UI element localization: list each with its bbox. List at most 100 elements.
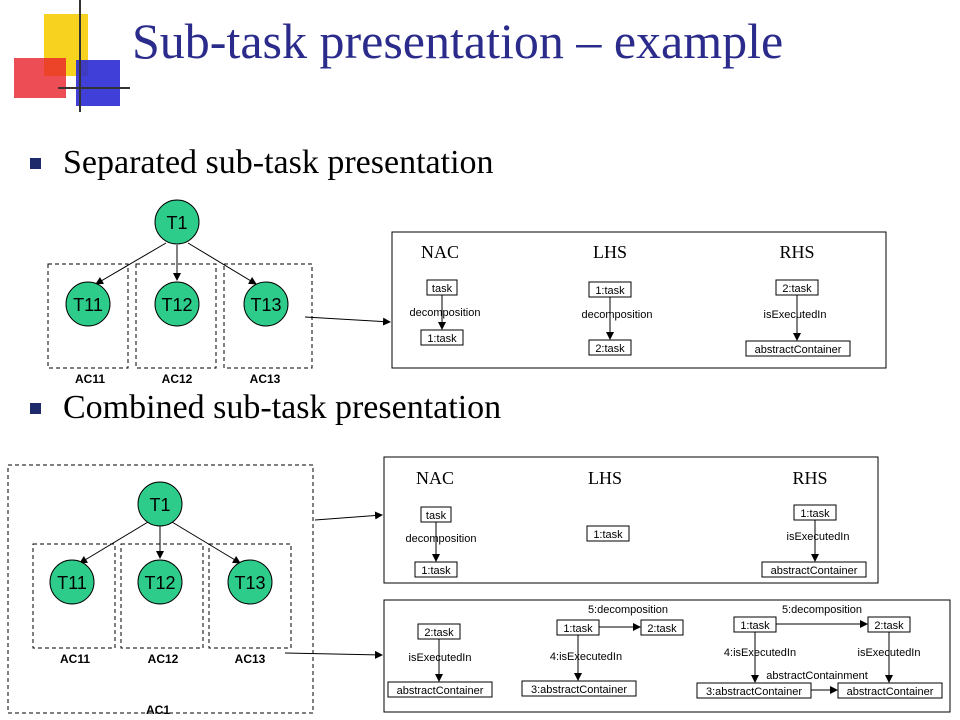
container-label: AC13 — [235, 652, 266, 666]
bullet-separated: Separated sub-task presentation — [30, 144, 494, 182]
bottom-rule-panel: NAC LHS RHS task decomposition 1:task 1:… — [383, 456, 879, 584]
node-label: abstractContainer — [847, 686, 934, 698]
bullet-square-icon — [30, 402, 41, 414]
node-label: 2:task — [595, 343, 625, 355]
edge-label: 5:decomposition — [782, 604, 862, 616]
task-node-label: T12 — [144, 573, 175, 593]
page-title: Sub-task presentation – example — [132, 13, 784, 69]
container-label: AC11 — [60, 652, 90, 666]
task-node-label: T11 — [73, 295, 103, 315]
bullet-text-separated: Separated sub-task presentation — [63, 144, 494, 181]
node-label: 1:task — [595, 285, 625, 297]
node-label: 1:task — [421, 565, 451, 577]
section-label-rhs: RHS — [779, 242, 814, 262]
task-node-t11 — [49, 559, 95, 605]
tree-edge — [95, 242, 167, 285]
section-label-lhs: LHS — [593, 242, 627, 262]
node-label: task — [426, 510, 447, 522]
node-label: abstractContainer — [755, 344, 842, 356]
edge-label: decomposition — [406, 533, 477, 545]
node-label: 1:task — [593, 529, 623, 541]
rule-frame — [391, 231, 887, 369]
bullet-square-icon — [30, 157, 41, 169]
task-node-label: T11 — [57, 573, 87, 593]
container-box-ac11 — [32, 543, 116, 649]
container-box-ac13 — [223, 263, 313, 369]
container-box-ac1 — [7, 464, 314, 714]
container-label-ac1: AC1 — [146, 703, 170, 717]
task-node-t13 — [227, 559, 273, 605]
container-box-ac12 — [135, 263, 217, 369]
node-label: abstractContainer — [397, 685, 484, 697]
edge-label: abstractContainment — [766, 670, 868, 682]
top-rule-panel: NAC LHS RHS task decomposition 1:task 1:… — [391, 231, 887, 369]
edge-label: 5:decomposition — [588, 604, 668, 616]
rule-frame — [383, 456, 879, 584]
edge-label: isExecutedIn — [787, 531, 850, 543]
top-task-tree: T1 T11 T12 T13 AC11 AC12 AC13 — [47, 199, 313, 386]
node-label: 2:task — [782, 283, 812, 295]
task-node-label: T13 — [250, 295, 281, 315]
tree-edge — [79, 521, 149, 564]
node-label: 2:task — [424, 627, 454, 639]
logo-graphic — [14, 0, 130, 112]
node-box — [420, 329, 464, 346]
node-label: abstractContainer — [771, 565, 858, 577]
task-node-label: T1 — [166, 213, 187, 233]
task-node-label: T1 — [149, 495, 170, 515]
bottom-rule2-panel: 2:task isExecutedIn abstractContainer 5:… — [383, 599, 951, 713]
node-box — [837, 682, 943, 699]
node-label: 2:task — [874, 620, 904, 632]
edge-label: 4:isExecutedIn — [724, 647, 796, 659]
top-mapping-arrow — [304, 316, 391, 326]
edge-label: decomposition — [410, 307, 481, 319]
task-node-t12 — [137, 559, 183, 605]
node-box — [414, 561, 458, 578]
node-label: 1:task — [740, 620, 770, 632]
container-box-ac11 — [47, 263, 129, 369]
node-label: 1:task — [427, 333, 457, 345]
section-label-rhs: RHS — [792, 468, 827, 488]
container-label: AC12 — [148, 652, 179, 666]
edge-label: isExecutedIn — [858, 647, 921, 659]
logo-blue-square — [76, 60, 120, 106]
bullet-combined: Combined sub-task presentation — [30, 389, 501, 427]
tree-edge — [171, 521, 241, 564]
node-box — [387, 681, 493, 698]
node-label: 3:abstractContainer — [706, 686, 802, 698]
container-box-ac12 — [120, 543, 204, 649]
section-label-lhs: LHS — [588, 468, 622, 488]
node-label: 2:task — [647, 623, 677, 635]
node-box — [586, 525, 630, 542]
task-node-t1 — [154, 199, 200, 245]
task-node-t12 — [154, 281, 200, 327]
logo-red-square — [14, 58, 66, 98]
bottom-task-tree: T1 T11 T12 T13 AC11 AC12 AC13 AC1 — [7, 464, 314, 717]
bottom-mapping-arrow-1 — [314, 511, 383, 521]
edge-label: isExecutedIn — [409, 652, 472, 664]
task-node-t1 — [137, 481, 183, 527]
node-label: 1:task — [800, 508, 830, 520]
task-node-label: T12 — [161, 295, 192, 315]
bottom-mapping-arrow-2 — [284, 650, 383, 659]
edge-label: decomposition — [582, 309, 653, 321]
edge-label: isExecutedIn — [764, 309, 827, 321]
task-node-t13 — [243, 281, 289, 327]
node-box — [588, 339, 632, 356]
section-label-nac: NAC — [416, 468, 454, 488]
node-box — [761, 561, 867, 578]
rule-frame — [383, 599, 951, 713]
container-box-ac13 — [208, 543, 292, 649]
edge-label: 4:isExecutedIn — [550, 651, 622, 663]
container-label: AC12 — [162, 372, 193, 386]
node-label: task — [432, 283, 453, 295]
tree-edge — [187, 242, 257, 285]
node-box — [521, 680, 637, 697]
node-box — [640, 619, 684, 636]
container-label: AC11 — [75, 372, 105, 386]
bullet-text-combined: Combined sub-task presentation — [63, 389, 502, 426]
section-label-nac: NAC — [421, 242, 459, 262]
container-label: AC13 — [250, 372, 281, 386]
task-node-t11 — [65, 281, 111, 327]
